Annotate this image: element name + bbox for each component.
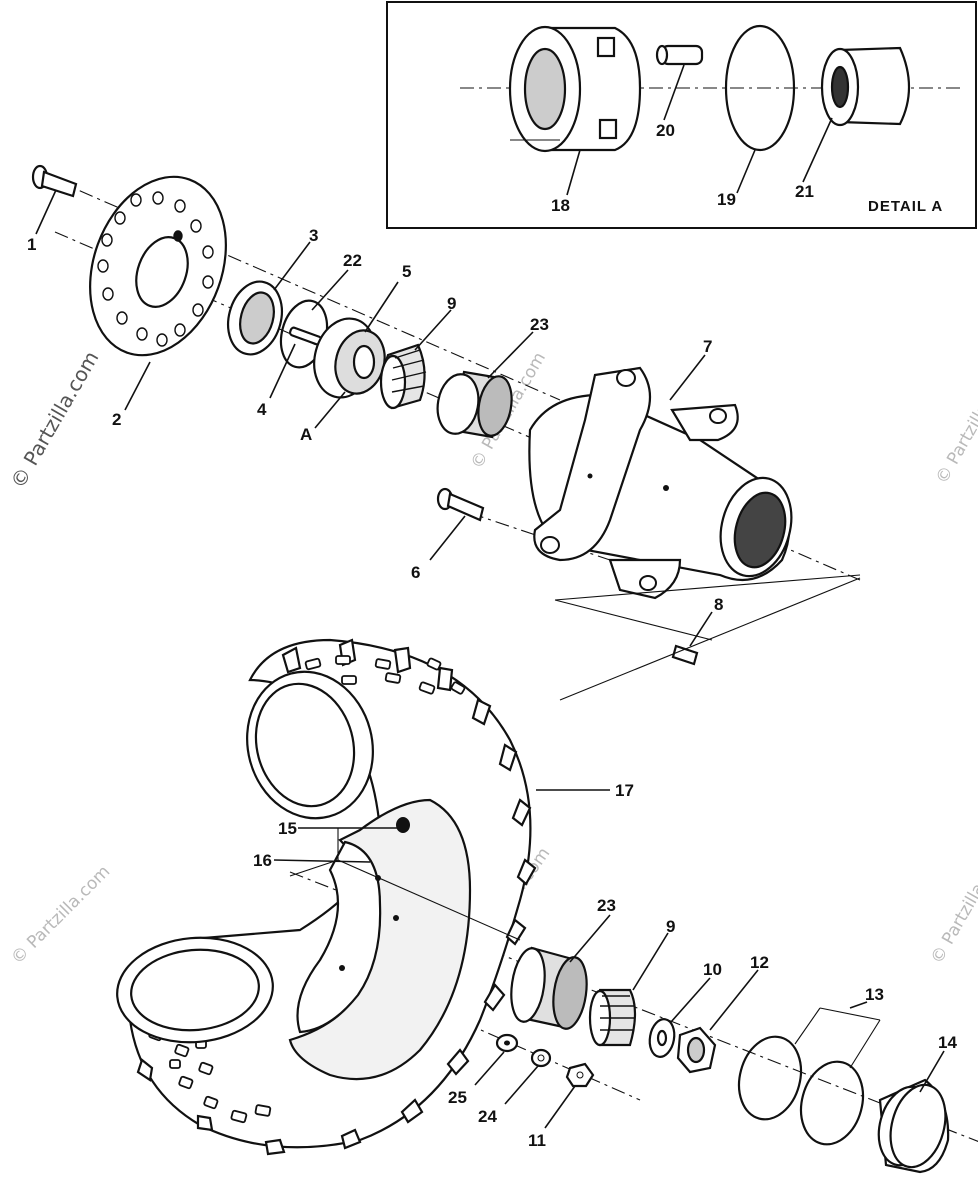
callout-2: 2 <box>112 410 121 429</box>
part-21-knob <box>820 46 911 127</box>
callout-23-upper: 23 <box>530 315 549 334</box>
watermark-left-bottom: © Partzilla.com <box>7 862 114 969</box>
callout-14: 14 <box>938 1033 957 1052</box>
part-18-cam-sleeve <box>508 25 642 153</box>
callout-5: 5 <box>402 262 411 281</box>
callout-25: 25 <box>448 1088 467 1107</box>
part-23-race-upper <box>436 370 513 439</box>
callout-21: 21 <box>795 182 814 201</box>
part-17-tire <box>116 638 537 1156</box>
callout-15: 15 <box>278 819 297 838</box>
callout-11: 11 <box>528 1131 546 1150</box>
callout-24: 24 <box>478 1107 497 1126</box>
part-11-nut <box>565 1062 595 1088</box>
callout-16: 16 <box>253 851 272 870</box>
part-10-washer <box>648 1018 676 1058</box>
callout-18: 18 <box>551 196 570 215</box>
part-5-cam-assembly <box>313 317 386 399</box>
detail-a-box: 20 18 19 21 DETAIL A <box>386 1 977 229</box>
part-9-bearing-upper <box>379 343 427 410</box>
watermark-right-top: © Partzilla.com <box>932 364 978 488</box>
part-12-castle-nut <box>676 1026 717 1074</box>
callout-8: 8 <box>714 595 723 614</box>
part-3-seal <box>227 280 283 356</box>
part-13-o-rings <box>737 1035 865 1146</box>
upper-leader-lines <box>35 189 861 701</box>
callout-9-upper: 9 <box>447 294 456 313</box>
callout-17: 17 <box>615 781 634 800</box>
callout-12: 12 <box>750 953 769 972</box>
detail-a-title: DETAIL A <box>868 198 943 215</box>
part-1-bolt <box>31 164 78 198</box>
callout-7: 7 <box>703 337 712 356</box>
callout-23-lower: 23 <box>597 896 616 915</box>
disc-holes <box>97 191 214 347</box>
callout-9-lower: 9 <box>666 917 675 936</box>
part-6-bolt <box>436 487 485 522</box>
part-14-hub-cap <box>877 1078 950 1174</box>
callout-22: 22 <box>343 251 362 270</box>
callout-19: 19 <box>717 190 736 209</box>
callout-20: 20 <box>656 121 675 140</box>
part-9-bearing-lower <box>588 988 637 1047</box>
part-25-washer <box>495 1033 519 1053</box>
callout-13: 13 <box>865 985 884 1004</box>
part-2-brake-disc <box>89 175 227 357</box>
watermark-right-bottom: © Partzilla.com <box>927 844 978 968</box>
part-4-pin <box>288 326 323 346</box>
part-19-o-ring <box>724 24 796 152</box>
callout-3: 3 <box>309 226 318 245</box>
part-20-pin <box>655 44 704 66</box>
ref-a-label: A <box>300 425 312 444</box>
callout-4: 4 <box>257 400 267 419</box>
callout-10: 10 <box>703 960 722 979</box>
watermark-left: © Partzilla.com <box>6 347 104 493</box>
callout-6: 6 <box>411 563 420 582</box>
callout-1: 1 <box>27 235 36 254</box>
callout-labels: 1 2 3 22 5 9 23 7 4 A 6 8 17 15 16 23 9 … <box>27 226 957 1150</box>
part-7-hub <box>528 366 793 600</box>
lower-leader-lines <box>273 789 945 1129</box>
part-23-race-lower <box>510 946 588 1030</box>
part-16-rim <box>288 798 472 1081</box>
part-24-lock-washer <box>530 1048 552 1068</box>
